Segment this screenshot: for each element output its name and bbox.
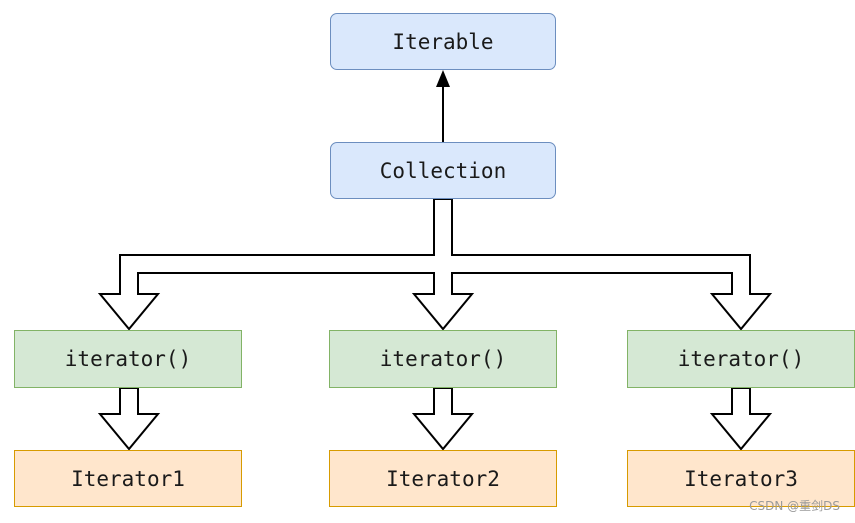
iterator-method-node-2: iterator() (329, 330, 557, 388)
collection-node: Collection (330, 142, 556, 199)
inheritance-arrowhead (436, 70, 450, 87)
iterator3-node: Iterator3 (627, 450, 855, 507)
watermark-text: CSDN @重剑DS (749, 499, 840, 513)
iterator1-node: Iterator1 (14, 450, 242, 507)
collection-to-methods-connector (97, 198, 773, 331)
method3-to-iterator3-arrow (709, 387, 773, 451)
iterator2-node: Iterator2 (329, 450, 557, 507)
iterator-method-node-1: iterator() (14, 330, 242, 388)
method1-to-iterator1-arrow (97, 387, 161, 451)
iterator-method-node-3: iterator() (627, 330, 855, 388)
iterable-node: Iterable (330, 13, 556, 70)
method2-to-iterator2-arrow (411, 387, 475, 451)
